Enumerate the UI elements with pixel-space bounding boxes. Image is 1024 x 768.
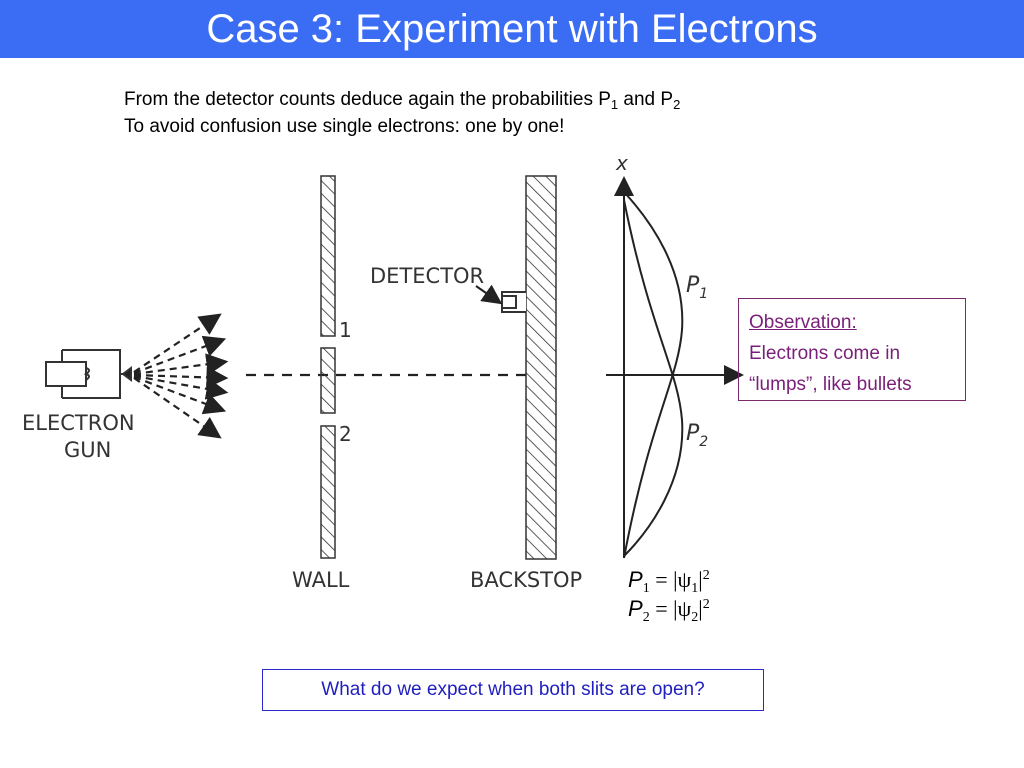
formula-p2-lhs-sub: 2 — [642, 610, 650, 625]
detector-icon — [501, 291, 526, 313]
intro-line-1-text: From the detector counts deduce again th… — [124, 89, 611, 110]
formula-p2-eq: = |ψ — [649, 596, 692, 621]
slide-title: Case 3: Experiment with Electrons — [206, 7, 818, 51]
intro-text: From the detector counts deduce again th… — [124, 86, 680, 140]
intro-line-2: To avoid confusion use single electrons:… — [124, 116, 565, 137]
formula-p2-close: | — [698, 596, 703, 621]
observation-title: Observation: — [749, 312, 857, 333]
p1-label-main: P — [686, 273, 700, 298]
formula-p1: P1 = |ψ1|2 — [628, 567, 710, 596]
p2-label: P2 — [686, 421, 708, 450]
slit-2-label: 2 — [339, 422, 352, 446]
p2-label-sub: 2 — [699, 434, 708, 450]
observation-box: Observation: Electrons come in “lumps”, … — [738, 298, 966, 401]
formula-p1-eq: = |ψ — [649, 567, 692, 592]
electron-gun-label-1: ELECTRON — [22, 411, 135, 435]
electron-beams — [133, 313, 229, 439]
intro-sub-1: 1 — [610, 97, 619, 112]
backstop-label: BACKSTOP — [470, 568, 582, 592]
observation-line-1: Electrons come in — [749, 343, 901, 364]
formula-p1-close: | — [698, 567, 703, 592]
p2-label-main: P — [686, 421, 700, 446]
formula-p1-psi-sub: 1 — [691, 581, 699, 596]
formula-p2-exp: 2 — [702, 597, 710, 612]
backstop — [525, 175, 557, 560]
intro-line-1-mid: and P — [618, 89, 674, 110]
detector-label: DETECTOR — [370, 264, 484, 288]
p1-curve — [623, 191, 684, 559]
formula-p1-lhs-sub: 1 — [642, 581, 650, 596]
experiment-diagram: ELECTRON GUN 1 2 WALL BACKSTOP DETECTOR … — [22, 151, 744, 592]
electron-gun-icon — [45, 349, 132, 399]
observation-line-2: “lumps”, like bullets — [749, 374, 912, 395]
wall — [320, 175, 336, 559]
wall-label: WALL — [292, 568, 350, 592]
slit-1-label: 1 — [339, 318, 352, 342]
formula-p1-exp: 2 — [702, 568, 710, 583]
formula-p2-lhs: P — [628, 596, 643, 621]
formula-p1-lhs: P — [628, 567, 643, 592]
question-box: What do we expect when both slits are op… — [262, 669, 764, 711]
intro-line-1: From the detector counts deduce again th… — [124, 86, 680, 113]
formula-p2: P2 = |ψ2|2 — [628, 596, 710, 625]
x-axis-label: x — [615, 151, 628, 175]
intro-sub-2: 2 — [673, 97, 681, 112]
title-bar — [0, 0, 1024, 58]
formula-p2-psi-sub: 2 — [691, 610, 699, 625]
p1-label-sub: 1 — [699, 286, 708, 302]
detector-arrow — [475, 284, 503, 305]
electron-gun-label-2: GUN — [64, 438, 111, 462]
p1-label: P1 — [686, 273, 708, 302]
p2-curve — [623, 199, 684, 557]
